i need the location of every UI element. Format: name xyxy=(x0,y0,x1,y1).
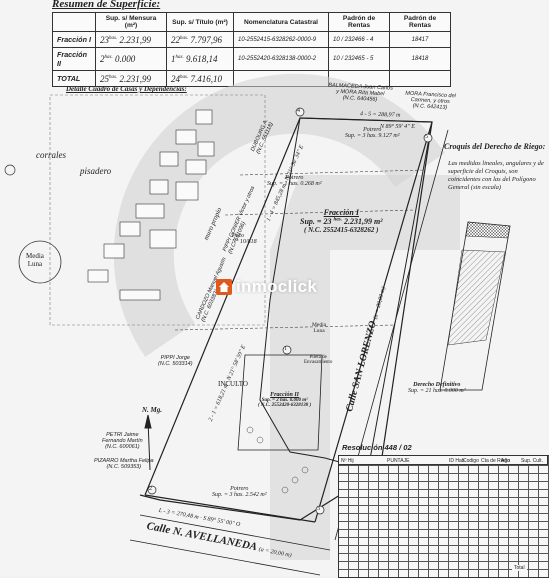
titulo-cell: 1has. 9.618,14 xyxy=(166,47,234,71)
building xyxy=(159,151,179,167)
potrero-top-label: Potrero Sup. = 3 has. 9.127 m² xyxy=(345,127,400,139)
mensura-cell: 25has. 2.231,99 xyxy=(95,70,167,87)
detail-title: Detalle Cuadro de Casas y Dependencias: xyxy=(66,85,187,93)
point-number: 3 xyxy=(317,506,320,512)
street-avellaneda-line xyxy=(139,514,331,551)
inculto-label: INCULTO xyxy=(218,380,248,388)
buildings xyxy=(87,109,215,301)
internal-line xyxy=(224,209,416,216)
building xyxy=(119,289,161,301)
north-label: N. Mg. xyxy=(142,406,163,414)
building xyxy=(103,243,125,259)
resolution-grid xyxy=(338,455,549,578)
internal-line xyxy=(239,169,426,176)
grid-total-label: Total xyxy=(512,565,527,571)
grid-header: PUNTAJE xyxy=(387,458,410,464)
grid-header: Codigo xyxy=(463,458,479,464)
padron-cell: 10 / 232465 - 5 xyxy=(328,47,390,71)
fraccion-ii-label: Fracción II Sup. = 2 has. 0.000 m² ( N.C… xyxy=(258,392,312,408)
table-row: Fracción I 23has. 2.231,99 22has. 7.797,… xyxy=(52,31,451,48)
watermark-slab xyxy=(270,175,460,560)
building xyxy=(175,181,199,201)
corral-circle xyxy=(4,164,16,176)
neighbor-pippi-jorge: PIPPI Jorge (N.C. 503314) xyxy=(158,355,193,367)
fraccion-i-polygon xyxy=(259,117,433,471)
building xyxy=(149,179,169,195)
media-luna-plan-label: Media Luna xyxy=(312,322,327,334)
street-avellaneda-line xyxy=(129,539,321,576)
watermark: inmoclick xyxy=(216,277,317,297)
neighbor-pizarro: PIZARRO Martha Felipa (N.C. 509353) xyxy=(94,458,154,470)
pisadero-label: pisadero xyxy=(80,166,112,176)
croquis-note: Las medidas lineales, angulares y de sup… xyxy=(448,160,544,191)
point-number: 2 xyxy=(149,486,152,492)
grid-header: Cta de Riego xyxy=(481,458,511,464)
grid-header: ID Hab xyxy=(449,458,465,464)
derecho-definitivo-label: Derecho Definitivo Sup. = 21 has. 0.000 … xyxy=(408,382,466,394)
point-number: 4 xyxy=(297,108,300,114)
neighbor-mora: MORA Francisco del Carmen, y otros (N.C.… xyxy=(405,90,456,111)
mensura-cell: 2has. 0.000 xyxy=(95,47,167,71)
neighbor-balmaceda: BALMACEDA Juan Carlos y MORA Rita Mabel … xyxy=(328,82,394,103)
fraccion-ii-polygon xyxy=(237,354,323,451)
titulo-cell: 24has. 7.416,10 xyxy=(166,70,234,87)
resolution-grid-header: Nº Hij PUNTAJE ID Hab Codigo Cta de Rieg… xyxy=(338,455,548,465)
media-luna-circle xyxy=(18,240,62,284)
fraccion-i-label: Fracción I Sup. = 23 has. 2.231,99 m² ( … xyxy=(300,208,383,234)
media-luna-label: Media Luna xyxy=(26,252,44,268)
south-boundary xyxy=(144,494,316,523)
building xyxy=(197,141,215,157)
corrales-label: corrales xyxy=(36,150,66,160)
grid-header: Sup. Cult. xyxy=(521,458,543,464)
vertex-markers xyxy=(147,107,433,515)
point-number: 5 xyxy=(425,134,428,140)
detail-dashed-box xyxy=(49,94,266,326)
dim-top-bearing: N 89° 59' 4" E xyxy=(380,124,415,130)
tree-row xyxy=(246,426,309,494)
pozo-label: Pozo N° 10/818 xyxy=(232,233,257,245)
building xyxy=(195,109,213,125)
pileta-label: Pileta de Envasamiento xyxy=(304,355,333,365)
east-boundary xyxy=(314,121,433,523)
potrero-mid-label: Potrero Sup. = 1 has. 0.268 m² xyxy=(267,175,322,187)
croquis-title: Croquis del Derecho de Riego: xyxy=(444,142,546,151)
table-row: Fracción II 2has. 0.000 1has. 9.618,14 1… xyxy=(52,47,451,71)
resolucion-title: Resolución 448 / 02 xyxy=(342,443,412,452)
internal-line xyxy=(174,324,396,331)
surface-summary-table: Sup. s/ Mensura (m²) Sup. s/ Título (m²)… xyxy=(52,12,451,87)
building xyxy=(175,129,197,145)
summary-title: Resumen de Superficie: xyxy=(52,0,161,10)
building xyxy=(149,229,177,249)
croquis-hatch xyxy=(447,249,506,346)
grid-header: Nº Hij xyxy=(341,458,354,464)
watermark-arc xyxy=(113,73,445,357)
building xyxy=(135,203,165,219)
empty-cell xyxy=(389,70,451,87)
house-icon xyxy=(216,279,232,295)
watermark-text: inmoclick xyxy=(236,277,318,296)
croquis-top-hatch xyxy=(465,221,511,239)
building xyxy=(87,269,109,283)
west-boundary xyxy=(144,117,301,496)
point-number: 1 xyxy=(284,346,287,352)
neighbor-petri: PETRI Jaime Fernando Martín (N.C. 600061… xyxy=(102,432,143,450)
building xyxy=(185,159,207,175)
building xyxy=(119,221,141,237)
grid-header: Año xyxy=(501,458,510,464)
north-arrow-icon xyxy=(144,414,152,471)
potrero-bottom-label: Potrero Sup. = 3 has. 2.542 m² xyxy=(212,486,267,498)
